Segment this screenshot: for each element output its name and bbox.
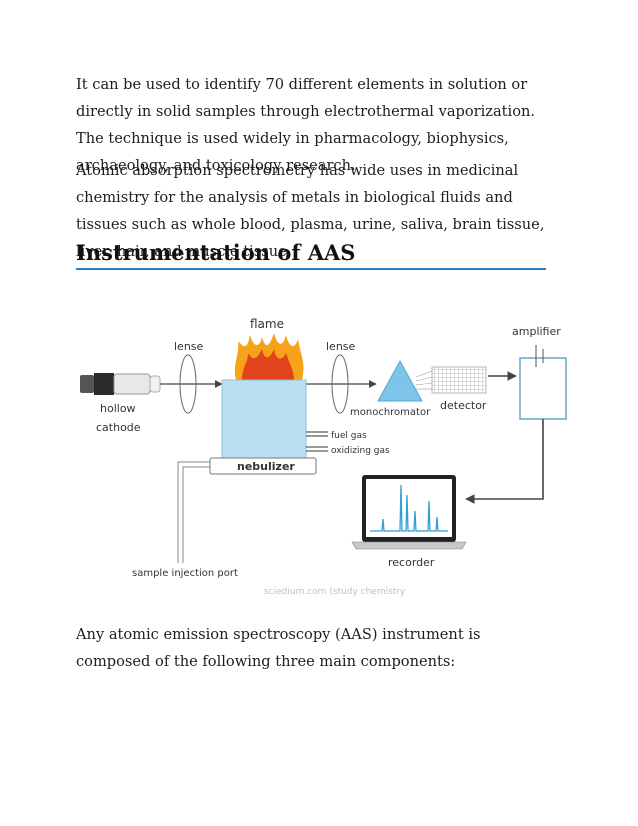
flame-label: flame bbox=[250, 317, 284, 331]
amplifier-box bbox=[519, 357, 567, 420]
monochromator-label: monochromator bbox=[350, 407, 431, 418]
sample-injection-port-label: sample injection port bbox=[132, 568, 238, 579]
spectrum-peaks bbox=[370, 484, 448, 532]
fuel-gas-label: fuel gas bbox=[331, 431, 367, 441]
lense-2-label: lense bbox=[326, 340, 356, 353]
cathode-label: cathode bbox=[96, 421, 141, 434]
lense-1-label: lense bbox=[174, 340, 204, 353]
oxidizing-gas-label: oxidizing gas bbox=[331, 446, 390, 456]
nebulizer-box bbox=[209, 457, 317, 475]
detector-array bbox=[431, 366, 487, 394]
hollow-cathode-lamp bbox=[80, 373, 161, 395]
hollow-label: hollow bbox=[100, 402, 136, 415]
flame-icon bbox=[234, 333, 304, 380]
monochromator-prism bbox=[377, 359, 423, 402]
spray-chamber bbox=[221, 379, 307, 459]
section-heading: Instrumentation of AAS bbox=[76, 240, 546, 270]
watermark-text: sciedium.com (study chemistry bbox=[264, 587, 406, 597]
lens-2 bbox=[331, 354, 349, 414]
lens-1 bbox=[179, 354, 197, 414]
recorder-laptop bbox=[351, 475, 467, 550]
intro-paragraph: It can be used to identify 70 different … bbox=[76, 76, 536, 174]
components-paragraph: Any atomic emission spectroscopy (AAS) i… bbox=[76, 626, 481, 670]
dispersed-beam bbox=[415, 370, 433, 390]
detector-label: detector bbox=[440, 399, 487, 412]
recorder-label: recorder bbox=[388, 556, 435, 569]
nebulizer-label: nebulizer bbox=[237, 460, 295, 473]
aas-instrument-diagram: hollow cathode lense flame fuel gas oxid… bbox=[80, 317, 567, 597]
amplifier-label: amplifier bbox=[512, 325, 561, 338]
uses-paragraph: Atomic absorption spectrometry has wide … bbox=[76, 162, 545, 260]
